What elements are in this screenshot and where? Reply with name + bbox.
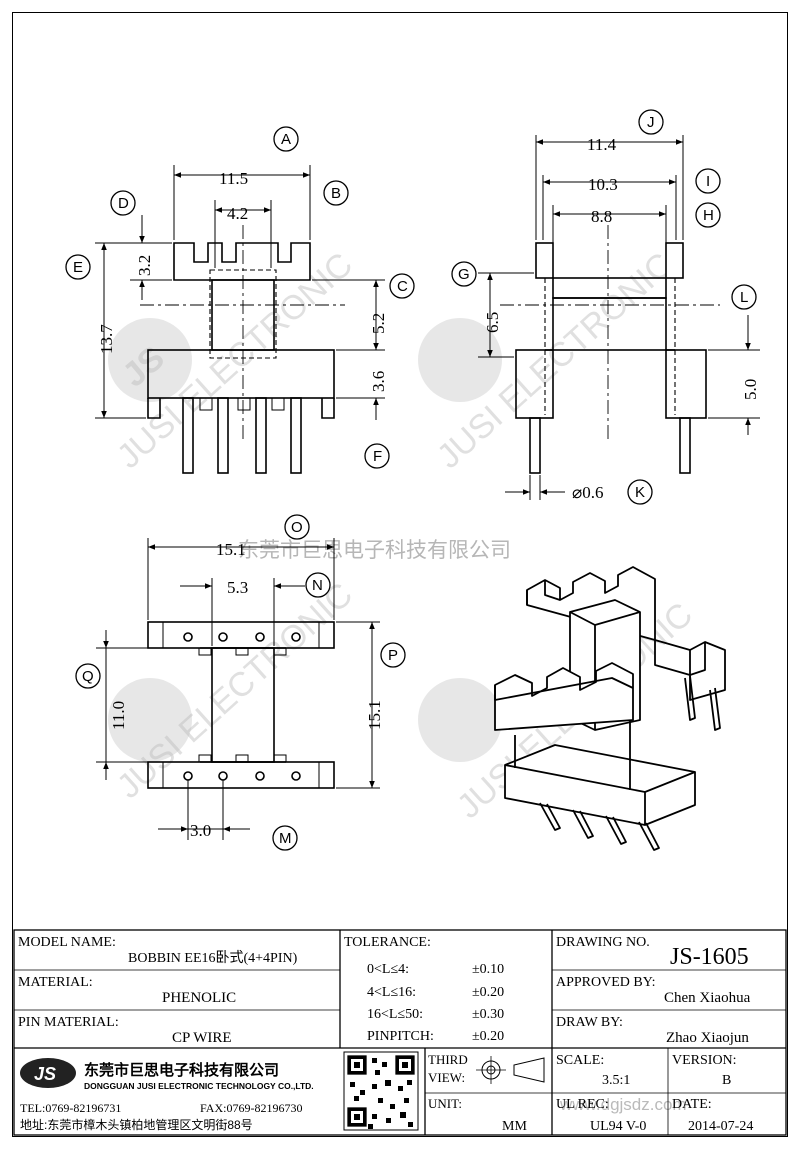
label-n: N: [312, 577, 323, 594]
date-value: 2014-07-24: [688, 1119, 753, 1134]
label-b: B: [331, 185, 341, 202]
dim-g-value: 6.5: [483, 312, 502, 333]
dim-b-value: 3.2: [135, 255, 154, 276]
dim-k-value: ⌀0.6: [572, 483, 604, 502]
pin-material-label: PIN MATERIAL:: [18, 1015, 119, 1030]
svg-text:JS: JS: [34, 1064, 56, 1084]
watermark-logo: JS: [108, 318, 192, 402]
unit-value: MM: [502, 1119, 527, 1134]
model-name-value: BOBBIN EE16卧式(4+4PIN): [128, 950, 298, 966]
dim-c-value: 5.2: [369, 313, 388, 334]
label-q: Q: [82, 668, 94, 685]
watermark-logo: [418, 318, 502, 402]
scale-label: SCALE:: [556, 1053, 604, 1068]
label-m: M: [279, 830, 292, 847]
top-view: [147, 621, 335, 789]
title-block-text: MODEL NAME: BOBBIN EE16卧式(4+4PIN) MATERI…: [18, 935, 753, 1134]
label-i: I: [706, 173, 710, 190]
company-name-cn: 东莞市巨思电子科技有限公司: [84, 1061, 279, 1079]
watermark-logo: [418, 678, 502, 762]
dim-e-value: 13.7: [97, 324, 116, 354]
tolerance-range-0: 0<L≤4:: [367, 962, 409, 977]
material-label: MATERIAL:: [18, 975, 93, 990]
dim-i-value: 10.3: [588, 175, 618, 194]
watermark-website: www.dgjsdz.com: [559, 1095, 687, 1114]
tolerance-range-3: PINPITCH:: [367, 1029, 434, 1044]
dim-m-value: 3.0: [190, 821, 211, 840]
version-label: VERSION:: [672, 1053, 737, 1068]
label-o: O: [291, 519, 303, 536]
side-view-dimensions: [478, 135, 760, 500]
tolerance-value-0: ±0.10: [472, 962, 504, 977]
front-view-dimensions: [95, 165, 385, 420]
draw-by-value: Zhao Xiaojun: [666, 1030, 749, 1046]
approved-by-value: Chen Xiaohua: [664, 990, 751, 1006]
company-address: 地址:东莞市樟木头镇柏地管理区文明街88号: [20, 1117, 253, 1132]
isometric-view: [494, 566, 726, 851]
dim-o-value: 15.1: [216, 540, 246, 559]
ul-rec-label: UL REC:: [556, 1097, 609, 1112]
label-e: E: [73, 259, 83, 276]
dim-n-value: 5.3: [227, 578, 248, 597]
unit-label: UNIT:: [428, 1096, 462, 1111]
date-label: DATE:: [672, 1097, 712, 1112]
front-view: [140, 225, 345, 474]
dim-h-value: 8.8: [591, 207, 612, 226]
third-view-label-2: VIEW:: [428, 1070, 465, 1085]
model-name-label: MODEL NAME:: [18, 935, 116, 950]
side-view-dimension-text: 11.4 10.3 8.8 6.5 5.0 ⌀0.6: [483, 135, 760, 502]
company-tel: TEL:0769-82196731: [20, 1101, 121, 1115]
dim-q-value: 11.0: [109, 701, 128, 730]
side-view: [500, 225, 720, 474]
dim-a-value: 11.5: [219, 169, 248, 188]
label-l: L: [740, 289, 748, 306]
label-c: C: [397, 278, 408, 295]
watermark-logo: [108, 678, 192, 762]
material-value: PHENOLIC: [162, 990, 236, 1006]
label-a: A: [281, 131, 291, 148]
tolerance-range-2: 16<L≤50:: [367, 1007, 423, 1022]
tolerance-value-2: ±0.30: [472, 1007, 504, 1022]
scale-value: 3.5:1: [602, 1073, 630, 1088]
draw-by-label: DRAW BY:: [556, 1015, 623, 1030]
company-name-en: DONGGUAN JUSI ELECTRONIC TECHNOLOGY CO.,…: [84, 1081, 314, 1091]
label-h: H: [703, 207, 714, 224]
label-d: D: [118, 195, 129, 212]
dim-l-value: 5.0: [741, 379, 760, 400]
dim-f-value: 3.6: [369, 371, 388, 392]
drawing-frame: [12, 12, 788, 1137]
watermark-company-cn: 东莞市巨思电子科技有限公司: [238, 539, 511, 562]
company-fax: FAX:0769-82196730: [200, 1101, 302, 1115]
approved-by-label: APPROVED BY:: [556, 975, 655, 990]
tolerance-range-1: 4<L≤16:: [367, 985, 416, 1000]
drawing-no-label: DRAWING NO.: [556, 935, 650, 950]
third-view-label-1: THIRD: [428, 1052, 468, 1067]
drawing-no-value: JS-1605: [670, 944, 749, 970]
version-value: B: [722, 1073, 731, 1088]
label-p: P: [388, 647, 398, 664]
top-view-dimensions: [96, 538, 380, 840]
company-logo: JS: [20, 1058, 76, 1088]
tolerance-value-1: ±0.20: [472, 985, 504, 1000]
front-view-dimension-text: 11.5 4.2 3.2 13.7 5.2 3.6: [97, 169, 388, 392]
label-j: J: [647, 114, 655, 131]
dim-j-value: 11.4: [587, 135, 617, 154]
ul-rec-value: UL94 V-0: [590, 1119, 646, 1134]
dim-d-value: 4.2: [227, 204, 248, 223]
top-view-dimension-text: 15.1 5.3 11.0 15.1 3.0: [109, 540, 384, 840]
title-block: [13, 929, 787, 1136]
tolerance-value-3: ±0.20: [472, 1029, 504, 1044]
label-f: F: [373, 448, 382, 465]
pin-material-value: CP WIRE: [172, 1030, 232, 1046]
reference-labels: [65, 109, 757, 851]
label-k: K: [635, 484, 645, 501]
reference-label-text: A B D E C F J I H G L K O N Q P M: [73, 114, 748, 847]
tolerance-label: TOLERANCE:: [344, 935, 431, 950]
label-g: G: [458, 266, 470, 283]
dim-p-value: 15.1: [365, 700, 384, 730]
